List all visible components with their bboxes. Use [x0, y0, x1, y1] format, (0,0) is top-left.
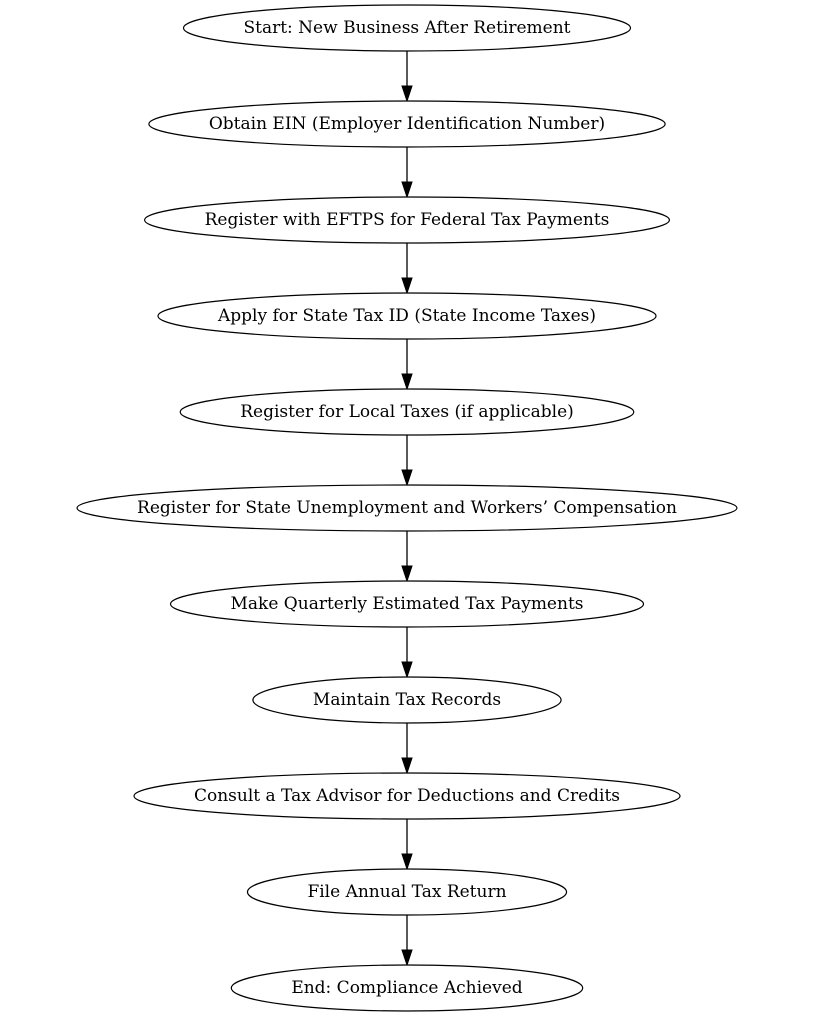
flow-edge — [401, 915, 413, 967]
flow-node-quarterly: Make Quarterly Estimated Tax Payments — [169, 580, 645, 628]
node-ellipse — [230, 964, 584, 1012]
flow-node-ein: Obtain EIN (Employer Identification Numb… — [148, 100, 666, 148]
flow-edge — [401, 435, 413, 487]
node-label: Make Quarterly Estimated Tax Payments — [231, 594, 584, 614]
node-label: Register for State Unemployment and Work… — [137, 498, 677, 518]
node-label: Register for Local Taxes (if applicable) — [240, 402, 574, 422]
node-label: File Annual Tax Return — [307, 882, 506, 902]
arrowhead-icon — [401, 181, 413, 199]
arrowhead-icon — [401, 469, 413, 487]
node-ellipse — [182, 4, 632, 52]
flow-node-unemployment: Register for State Unemployment and Work… — [76, 484, 738, 532]
node-label: Maintain Tax Records — [313, 690, 501, 710]
flow-edge — [401, 531, 413, 583]
arrowhead-icon — [401, 373, 413, 391]
arrowhead-icon — [401, 853, 413, 871]
flow-node-advisor: Consult a Tax Advisor for Deductions and… — [133, 772, 681, 820]
flow-node-end: End: Compliance Achieved — [230, 964, 584, 1012]
node-ellipse — [246, 868, 568, 916]
flow-edge — [401, 147, 413, 199]
arrowhead-icon — [401, 85, 413, 103]
flow-edge — [401, 51, 413, 103]
flow-edge — [401, 243, 413, 295]
node-label: Consult a Tax Advisor for Deductions and… — [194, 786, 620, 806]
node-ellipse — [252, 676, 562, 724]
flow-node-eftps: Register with EFTPS for Federal Tax Paym… — [143, 196, 671, 244]
flow-node-state-tax-id: Apply for State Tax ID (State Income Tax… — [157, 292, 657, 340]
node-label: Start: New Business After Retirement — [243, 18, 570, 38]
edges-layer — [401, 51, 413, 967]
node-label: Register with EFTPS for Federal Tax Paym… — [205, 210, 610, 230]
node-ellipse — [148, 100, 666, 148]
arrowhead-icon — [401, 949, 413, 967]
node-ellipse — [133, 772, 681, 820]
arrowhead-icon — [401, 277, 413, 295]
node-label: Apply for State Tax ID (State Income Tax… — [217, 306, 596, 326]
arrowhead-icon — [401, 757, 413, 775]
node-ellipse — [76, 484, 738, 532]
node-label: Obtain EIN (Employer Identification Numb… — [209, 114, 605, 134]
nodes-layer: Start: New Business After RetirementObta… — [76, 4, 738, 1012]
node-ellipse — [179, 388, 635, 436]
flow-node-annual-return: File Annual Tax Return — [246, 868, 568, 916]
node-label: End: Compliance Achieved — [291, 978, 522, 998]
flow-edge — [401, 723, 413, 775]
node-ellipse — [157, 292, 657, 340]
arrowhead-icon — [401, 661, 413, 679]
arrowhead-icon — [401, 565, 413, 583]
flow-edge — [401, 819, 413, 871]
flow-edge — [401, 339, 413, 391]
node-ellipse — [143, 196, 671, 244]
flow-node-start: Start: New Business After Retirement — [182, 4, 632, 52]
flow-edge — [401, 627, 413, 679]
node-ellipse — [169, 580, 645, 628]
flow-node-records: Maintain Tax Records — [252, 676, 562, 724]
flow-node-local-taxes: Register for Local Taxes (if applicable) — [179, 388, 635, 436]
